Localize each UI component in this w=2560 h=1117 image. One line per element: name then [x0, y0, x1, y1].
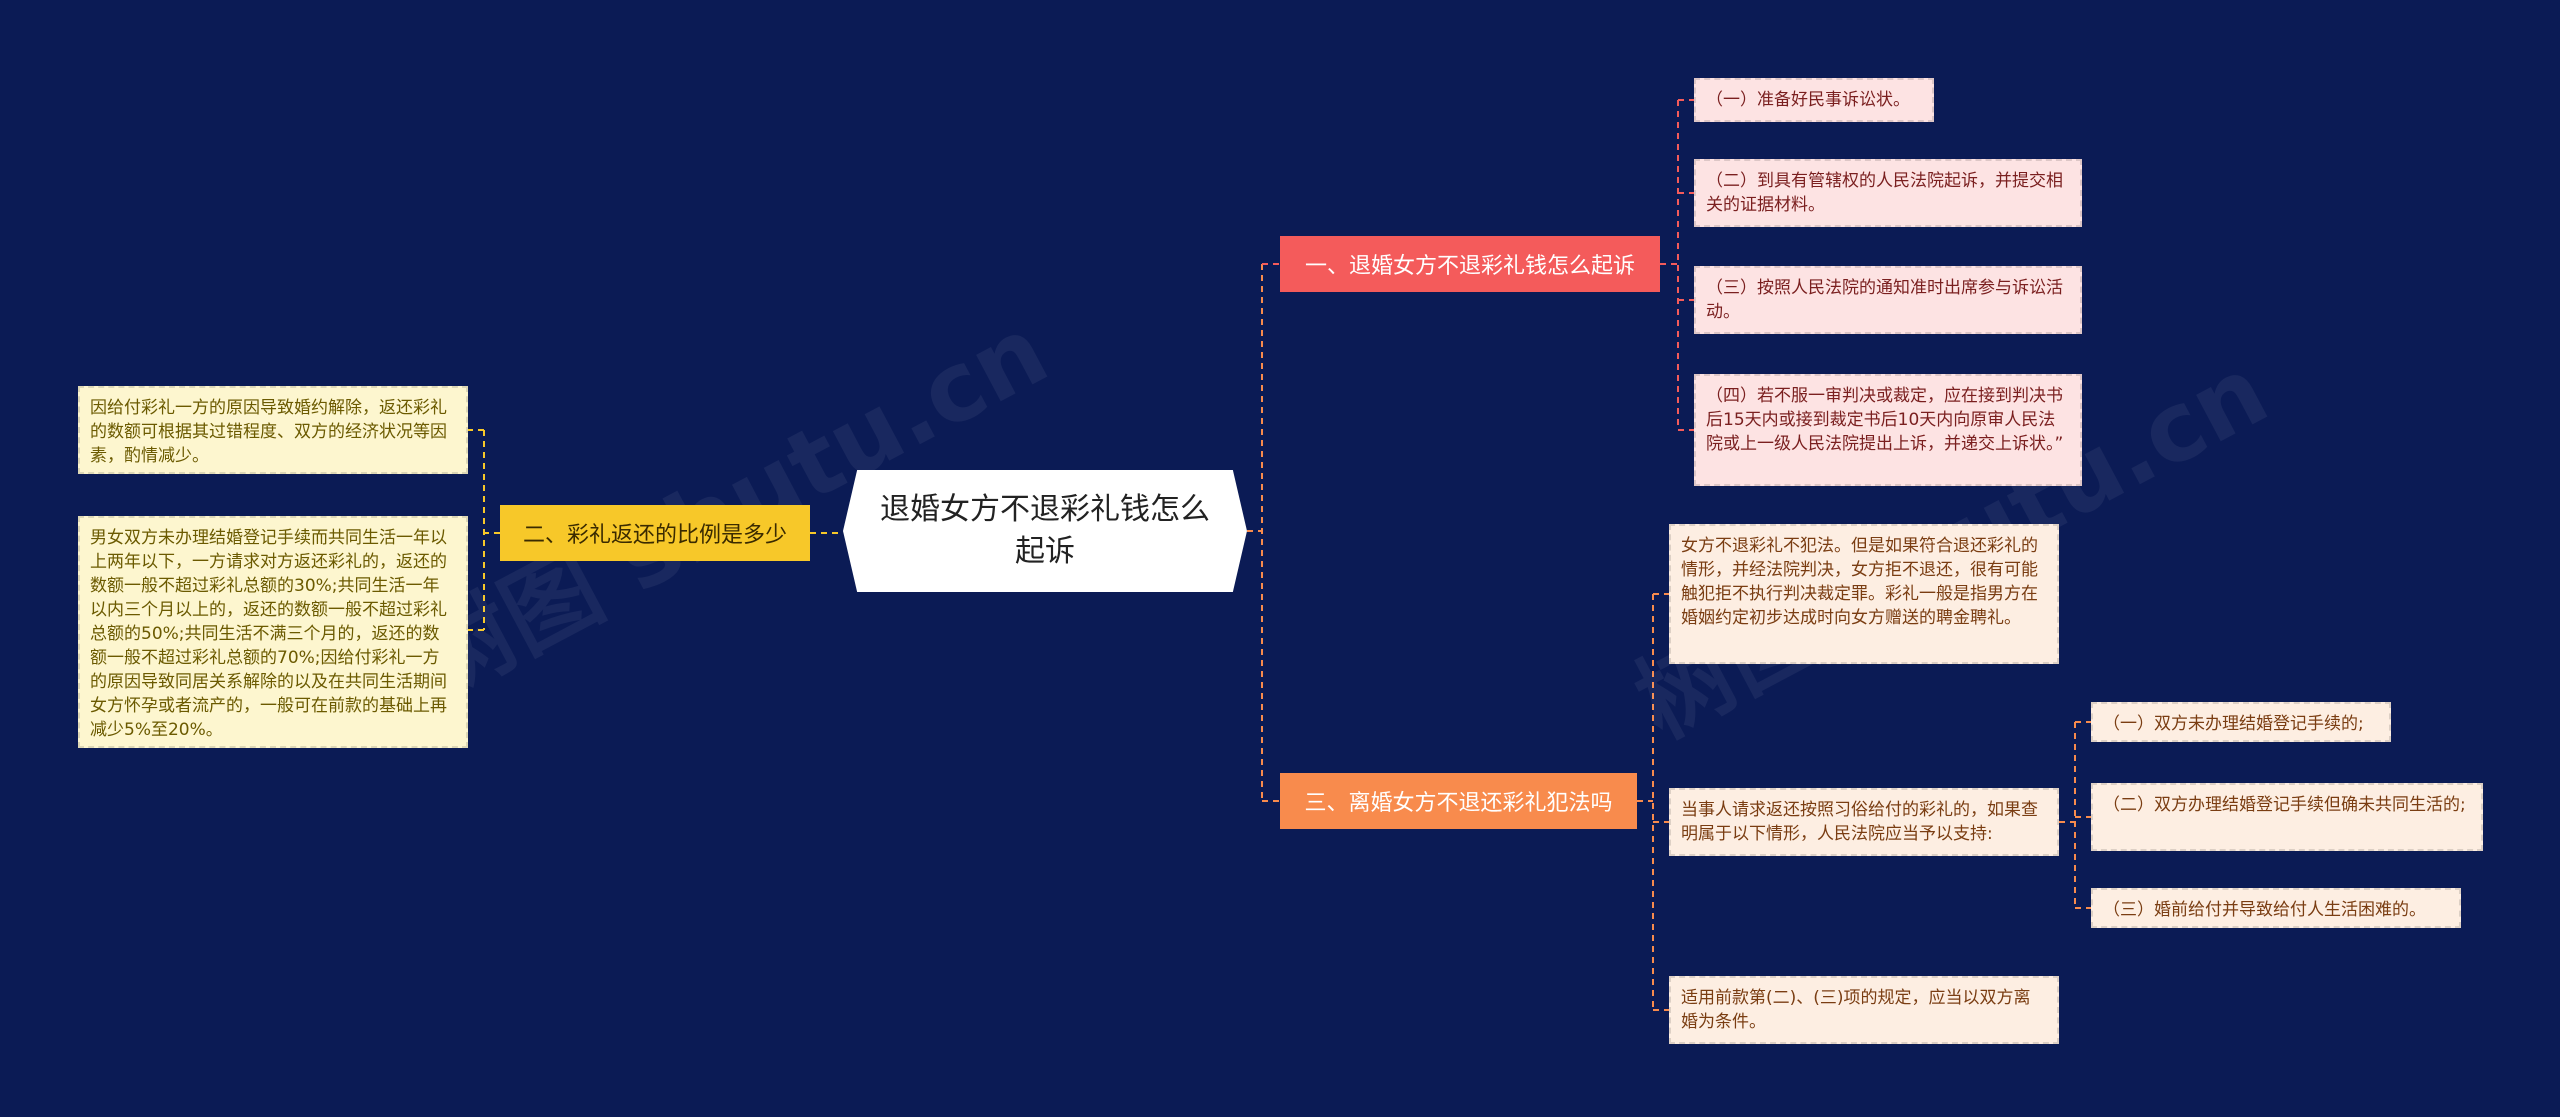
branch-3-sub-leaf-1[interactable]: （一）双方未办理结婚登记手续的;: [2091, 702, 2391, 742]
connector-b2-spine: [483, 430, 500, 630]
connector-b1-spine: [1660, 100, 1679, 430]
connector-b3-spine: [1637, 594, 1654, 1010]
branch-1-leaf-1[interactable]: （一）准备好民事诉讼状。: [1694, 78, 1934, 122]
branch-3-sub-leaf-2[interactable]: （二）双方办理结婚登记手续但确未共同生活的;: [2091, 783, 2483, 851]
branch-2-leaf-2[interactable]: 男女双方未办理结婚登记手续而共同生活一年以上两年以下，一方请求对方返还彩礼的，返…: [78, 516, 468, 748]
branch-3-sub-leaf-3[interactable]: （三）婚前给付并导致给付人生活困难的。: [2091, 888, 2461, 928]
branch-1-leaf-4[interactable]: （四）若不服一审判决或裁定，应在接到判决书后15天内或接到裁定书后10天内向原审…: [1694, 374, 2082, 486]
branch-3-topic[interactable]: 三、离婚女方不退还彩礼犯法吗: [1280, 773, 1637, 829]
root-topic[interactable]: 退婚女方不退彩礼钱怎么起诉: [843, 470, 1247, 592]
connector-b3-sub-spine: [2059, 722, 2076, 908]
branch-3-leaf-2[interactable]: 当事人请求返还按照习俗给付的彩礼的，如果查明属于以下情形，人民法院应当予以支持:: [1669, 788, 2059, 856]
branch-3-leaf-1[interactable]: 女方不退彩礼不犯法。但是如果符合退还彩礼的情形，并经法院判决，女方拒不退还，很有…: [1669, 524, 2059, 664]
branch-1-leaf-2[interactable]: （二）到具有管辖权的人民法院起诉，并提交相关的证据材料。: [1694, 159, 2082, 227]
branch-3-leaf-3[interactable]: 适用前款第(二)、(三)项的规定，应当以双方离婚为条件。: [1669, 976, 2059, 1044]
branch-1-topic[interactable]: 一、退婚女方不退彩礼钱怎么起诉: [1280, 236, 1660, 292]
branch-2-leaf-1[interactable]: 因给付彩礼一方的原因导致婚约解除，返还彩礼的数额可根据其过错程度、双方的经济状况…: [78, 386, 468, 474]
branch-2-topic[interactable]: 二、彩礼返还的比例是多少: [500, 505, 810, 561]
branch-1-leaf-3[interactable]: （三）按照人民法院的通知准时出席参与诉讼活动。: [1694, 266, 2082, 334]
